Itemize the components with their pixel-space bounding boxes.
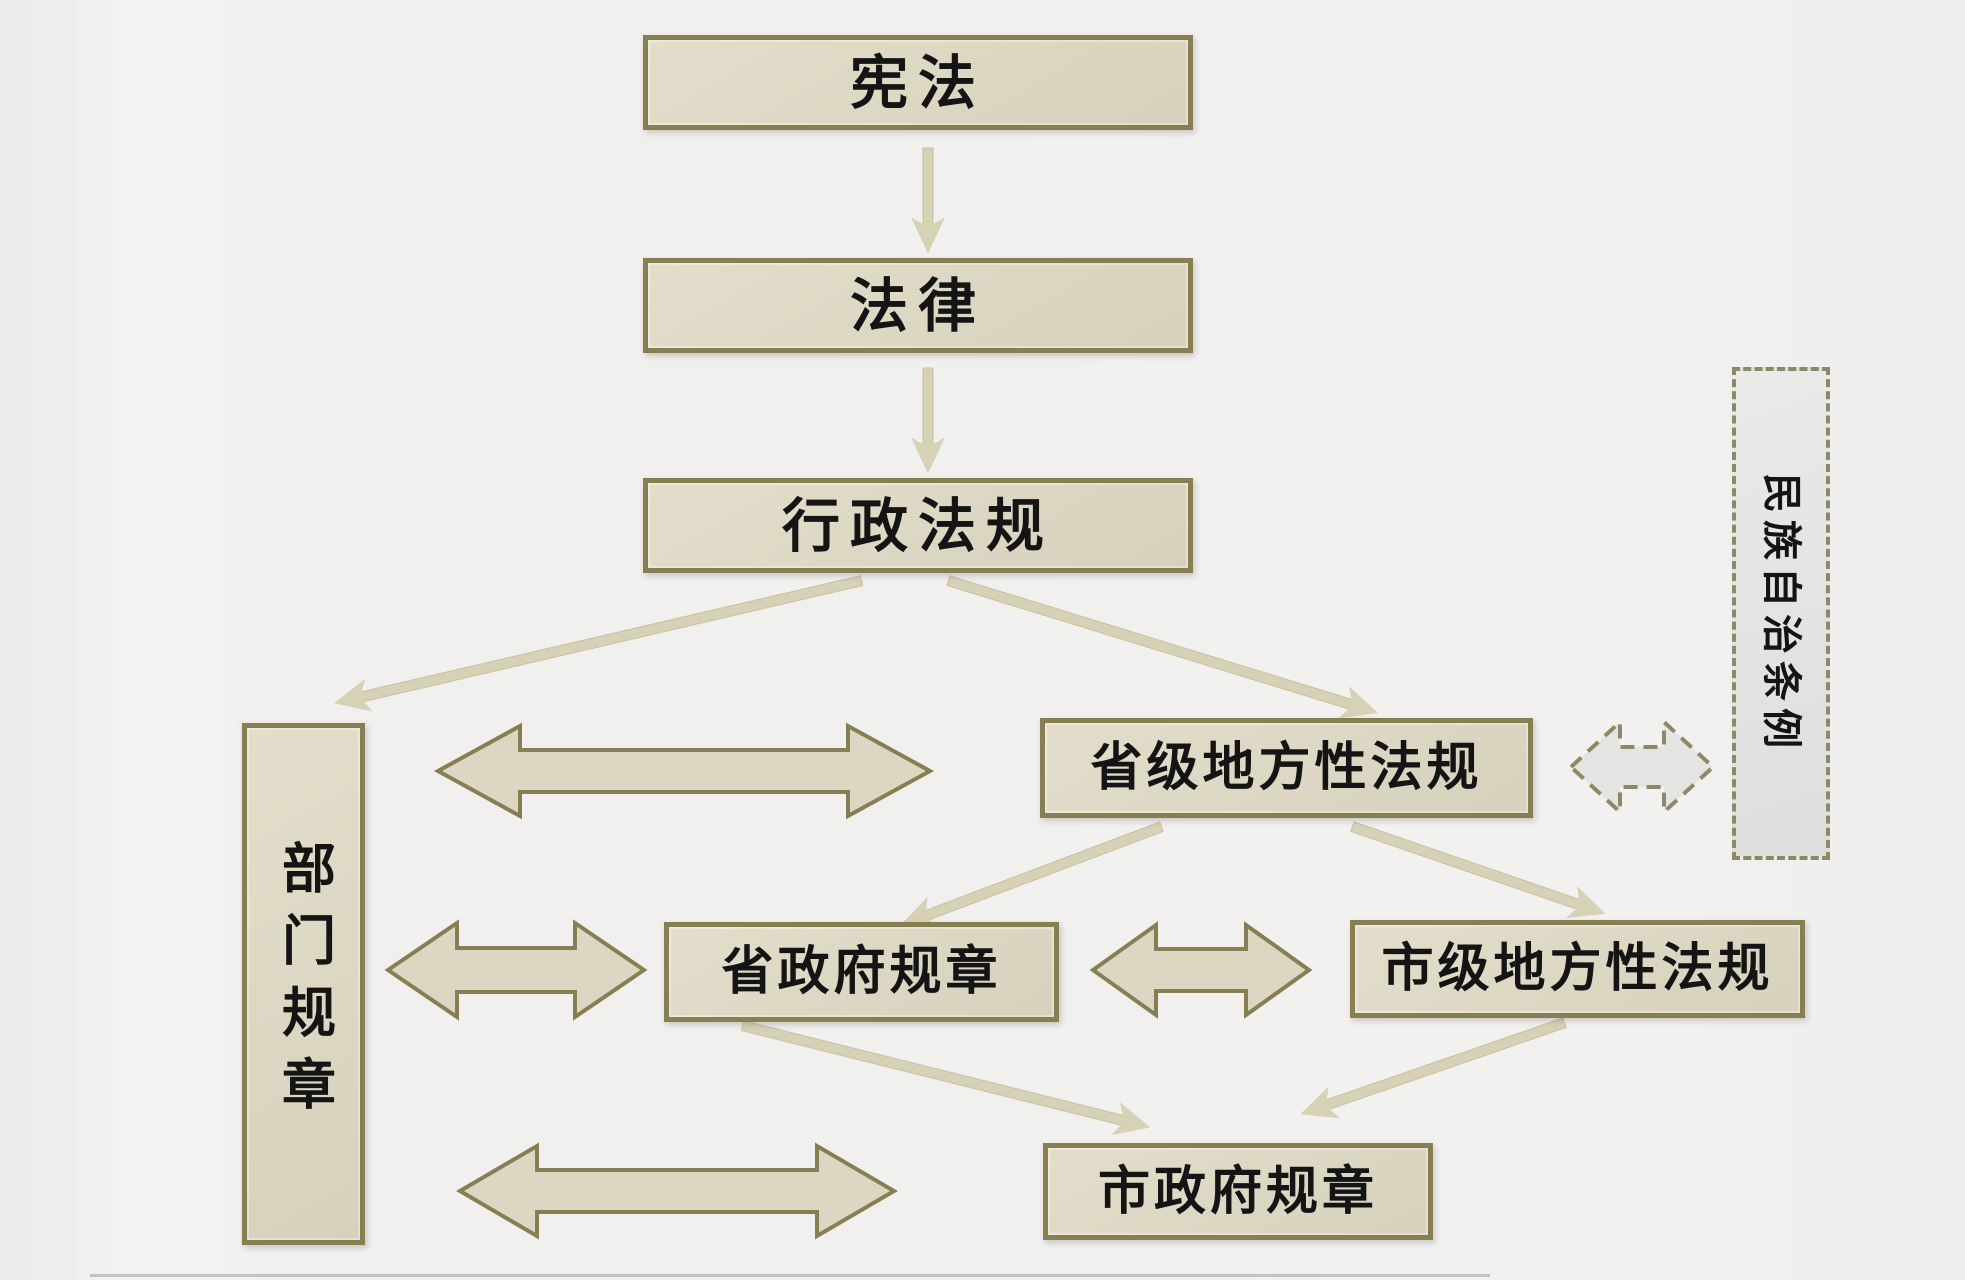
arrow-shaft [946,575,1355,711]
arrow-constitution-to-law [922,147,935,254]
arrow-provincial-regs-to-provincial-gov [898,820,1165,931]
node-label: 民族自治条例 [1758,472,1804,755]
node-admin-regulations: 行政法规 [643,478,1193,573]
node-provincial-local-regulations: 省级地方性法规 [1040,718,1533,818]
node-label: 部门规章 [272,840,336,1128]
node-label: 市级地方性法规 [1381,939,1774,999]
node-ethnic-autonomy-regulations: 民族自治条例 [1732,367,1830,860]
node-label: 法律 [849,271,986,340]
dashed-double-arrow-provincial-regs-ethnic [1568,717,1716,817]
double-arrow-department-provincial-regs [433,722,935,820]
bottom-divider-line [90,1274,1490,1277]
arrow-shaft [740,1020,1127,1127]
double-arrow-department-provincial-gov [384,919,648,1021]
arrow-shaft [358,575,864,703]
arrow-provincial-regs-to-municipal-regs [1350,820,1608,920]
node-municipal-government-rules: 市政府规章 [1043,1143,1433,1240]
arrow-shaft [1350,821,1583,911]
double-arrow-provincial-gov-municipal-regs [1089,921,1313,1019]
node-constitution: 宪法 [643,35,1193,130]
arrow-municipal-regs-to-municipal-gov [1298,1016,1567,1120]
double-arrow-department-municipal-gov [456,1142,898,1240]
arrow-shaft [1323,1017,1567,1111]
node-provincial-government-rules: 省政府规章 [664,922,1059,1022]
node-municipal-local-regulations: 市级地方性法规 [1350,920,1805,1018]
node-label: 省政府规章 [721,942,1002,1002]
node-label: 省级地方性法规 [1090,738,1483,798]
node-label: 市政府规章 [1097,1161,1378,1222]
arrow-admin-to-department [333,574,864,710]
node-law: 法律 [643,258,1193,353]
node-label: 行政法规 [781,491,1054,560]
arrow-shaft [922,821,1164,922]
arrow-provincial-gov-to-municipal-gov [740,1019,1152,1133]
arrow-shaft [922,367,934,448]
arrow-law-to-admin [922,367,935,474]
arrow-admin-to-provincial-regs [946,574,1380,719]
arrow-shaft [922,147,934,228]
node-department-rules: 部门规章 [242,723,365,1245]
node-label: 宪法 [849,48,986,117]
